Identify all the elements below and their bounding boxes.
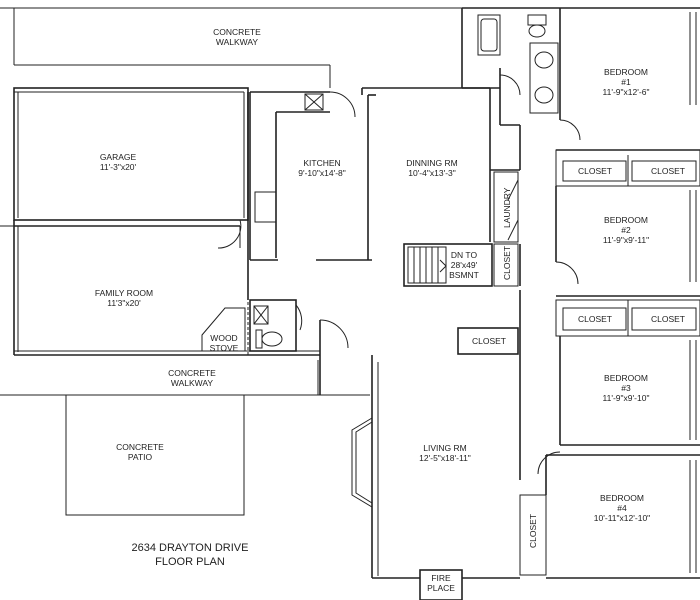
bedroom-3-walls (537, 336, 700, 475)
bedroom-2-walls (555, 186, 700, 297)
living-room-walls (351, 360, 520, 600)
laundry-label: LAUNDRY (502, 187, 512, 228)
closet-2b-label: CLOSET (650, 314, 686, 324)
kitchen-walls (249, 91, 372, 261)
half-bath (247, 262, 303, 355)
closet-1a-label: CLOSET (577, 166, 613, 176)
main-bathroom (461, 7, 560, 126)
closet-row-1 (555, 149, 700, 187)
hall-closet-label: CLOSET (502, 245, 512, 280)
closet-2a-label: CLOSET (577, 314, 613, 324)
hall-walls (319, 290, 521, 480)
bedroom-4-closet-label: CLOSET (528, 513, 538, 548)
living-closet-label: CLOSET (471, 336, 507, 346)
top-walkway-outline (0, 7, 462, 88)
closet-row-2 (555, 299, 700, 337)
patio-outline (65, 394, 245, 516)
hall-laundry (403, 125, 521, 287)
wood-stove-outline (201, 307, 246, 352)
family-room-walls (0, 92, 320, 356)
closet-1b-label: CLOSET (650, 166, 686, 176)
bedroom-4-walls (519, 454, 700, 579)
